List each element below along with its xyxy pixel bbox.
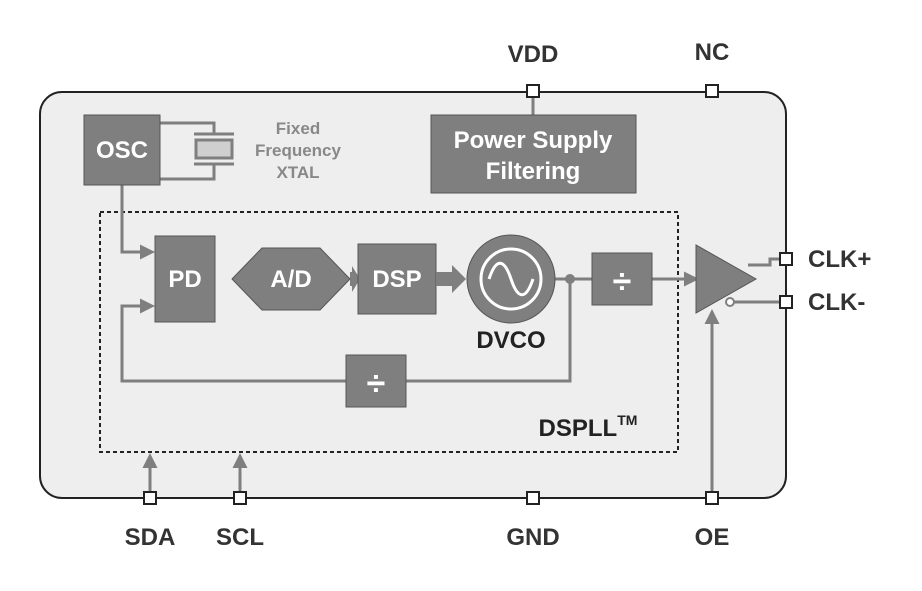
inverting-bubble [725, 297, 735, 307]
pin-label-oe: OE [695, 524, 730, 551]
pin-gnd [526, 491, 540, 505]
wires [120, 92, 786, 498]
arrow-dsp-to-dvco [436, 265, 466, 293]
output-divider-label: ÷ [613, 263, 632, 301]
sine-icon-ring [479, 247, 543, 311]
dvco-label: DVCO [476, 327, 545, 354]
dsp-label: DSP [372, 266, 421, 293]
sine-icon [487, 261, 535, 297]
pins [143, 84, 793, 505]
pd-block [154, 235, 216, 323]
xtal-label-line3: XTAL [276, 163, 319, 182]
pin-label-vdd: VDD [508, 41, 559, 68]
pin-label-nc: NC [695, 39, 730, 66]
xtal-label-line1: Fixed [276, 119, 320, 138]
feedback-divider-block [345, 354, 407, 408]
pin-vdd [526, 84, 540, 98]
pin-clk-n [779, 295, 793, 309]
dspll-region [99, 211, 679, 453]
xtal-label-line2: Frequency [255, 141, 342, 160]
arrow-ad-to-dsp [350, 266, 360, 292]
pin-scl [233, 491, 247, 505]
dsp-block [357, 243, 437, 315]
power-supply-filtering-block [430, 114, 637, 194]
ad-label: A/D [270, 266, 311, 293]
xtal-icon [194, 132, 234, 166]
pin-sda [143, 491, 157, 505]
junction-dot [565, 274, 575, 284]
pin-oe [705, 491, 719, 505]
osc-label: OSC [96, 137, 148, 164]
dspll-label: DSPLLTM [539, 412, 638, 442]
pin-label-sda: SDA [125, 524, 176, 551]
power-supply-label-line1: Power Supply [454, 127, 613, 154]
pd-label: PD [168, 266, 201, 293]
osc-block [83, 114, 161, 186]
output-buffer [695, 244, 758, 314]
power-supply-label-line2: Filtering [486, 158, 581, 185]
pin-label-clk-p: CLK+ [808, 246, 871, 273]
pin-label-gnd: GND [506, 524, 559, 551]
pin-nc [705, 84, 719, 98]
feedback-divider-label: ÷ [367, 365, 386, 403]
pin-label-scl: SCL [216, 524, 264, 551]
pin-clk-p [779, 252, 793, 266]
dspll-trademark: TM [617, 412, 637, 428]
pin-label-clk-n: CLK- [808, 289, 865, 316]
dspll-name: DSPLL [539, 415, 618, 442]
output-divider-block [591, 252, 653, 306]
